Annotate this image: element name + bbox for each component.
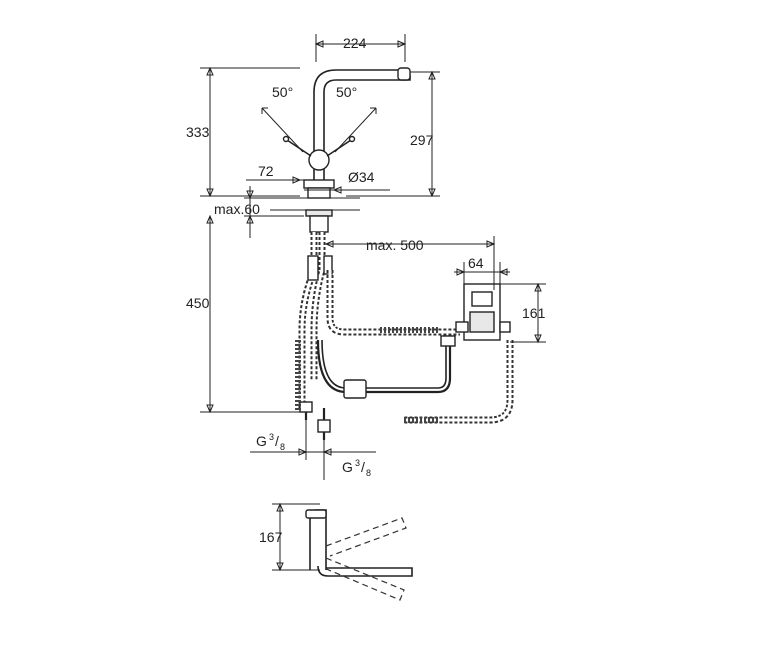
dim-diameter-label: Ø34: [348, 169, 375, 185]
svg-text:G: G: [256, 433, 267, 449]
angle-right-label: 50°: [336, 84, 357, 100]
svg-text:3: 3: [269, 432, 274, 442]
faucet-side-view: [272, 502, 413, 601]
connection-right-label: G 3 / 8: [342, 458, 371, 478]
svg-text:/: /: [361, 459, 365, 475]
dim-max60-label: max.60: [214, 201, 260, 217]
dim-224-label: 224: [343, 35, 367, 51]
dim-max500-label: max. 500: [366, 237, 424, 253]
svg-text:G: G: [342, 459, 353, 475]
dim-72-label: 72: [258, 163, 274, 179]
connection-left-label: G 3 / 8: [256, 432, 285, 452]
svg-text:8: 8: [366, 468, 371, 478]
dim-297-label: 297: [410, 132, 434, 148]
dim-450-label: 450: [186, 295, 210, 311]
hose-assembly: [295, 232, 514, 440]
dimension-lines: [200, 34, 546, 480]
dim-64-label: 64: [468, 255, 484, 271]
dim-167-label: 167: [259, 529, 283, 545]
dim-161-label: 161: [522, 305, 546, 321]
angle-left-label: 50°: [272, 84, 293, 100]
svg-text:8: 8: [280, 442, 285, 452]
svg-text:3: 3: [355, 458, 360, 468]
svg-text:/: /: [275, 433, 279, 449]
dim-333-label: 333: [186, 124, 210, 140]
